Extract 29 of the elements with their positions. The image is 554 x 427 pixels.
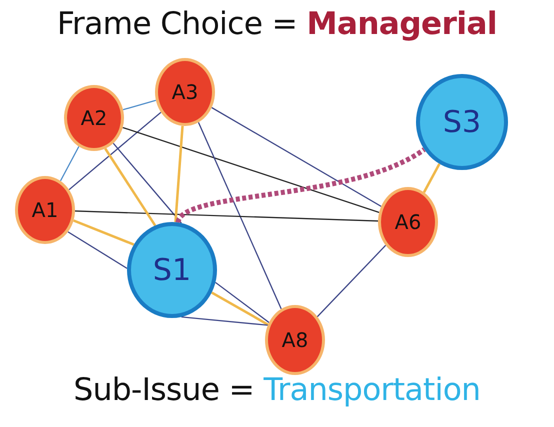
connector-line [60,146,80,182]
node-label: A3 [172,80,198,104]
connector-line [316,244,386,318]
actor-circle [155,58,215,126]
connector-line [122,126,380,213]
dashed-curve [176,147,426,224]
connector-line [73,219,134,246]
connector-line [104,148,156,226]
actor-circle [265,305,325,375]
connector-line [211,292,269,326]
connector-line [122,100,156,110]
connector-line [215,282,270,323]
connector-line [211,107,382,207]
connector-line [422,163,441,193]
node-label: S3 [442,104,482,140]
caption: Sub-Issue = Transportation [72,372,482,408]
connector-line [68,231,128,269]
node-label: S1 [152,252,192,288]
node-label: A8 [282,328,308,352]
connector-line [181,316,268,326]
node-label: A1 [32,198,58,222]
title: Frame Choice = Managerial [56,6,498,42]
node-label: A6 [394,210,422,234]
connector-line [68,112,162,190]
connector-line [198,122,282,310]
connector-line [74,210,378,222]
node-label: A2 [80,106,108,130]
connector-line [174,126,184,222]
connector-line [112,142,182,224]
